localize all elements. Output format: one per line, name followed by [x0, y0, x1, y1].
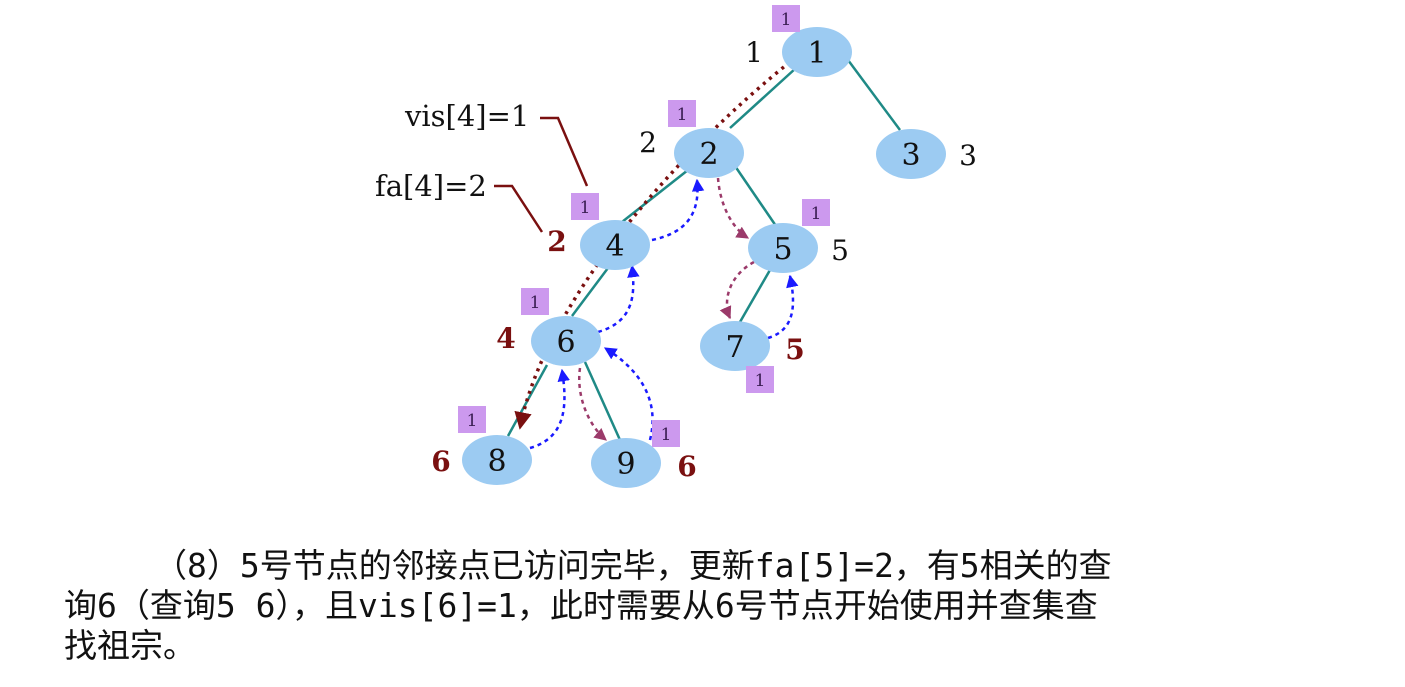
- edge-6-9: [583, 361, 622, 441]
- vis-badge-8: 1: [458, 406, 486, 433]
- order-label-1: 1: [745, 36, 763, 69]
- nodes: [462, 27, 946, 488]
- descend-arrow-6-9: [578, 367, 607, 441]
- order-label-5: 5: [831, 234, 849, 267]
- tree-edges: [506, 59, 902, 441]
- fa-annotation: fa[4]=2: [375, 169, 487, 203]
- edge-4-6: [571, 267, 609, 317]
- return-arrow-9-6: [603, 346, 654, 441]
- return-arrow-4-2: [651, 178, 705, 242]
- return-arrow-7-5: [767, 274, 799, 340]
- fa-labels: 2 4 5 6 6: [431, 225, 804, 483]
- svg-text:1: 1: [677, 105, 688, 125]
- node-1: [782, 27, 852, 77]
- node-label-3: 3: [901, 138, 920, 173]
- caption-line-1: （8）5号节点的邻接点已访问完毕，更新fa[5]=2，有5相关的查: [154, 546, 1112, 585]
- fa-label-7: 5: [785, 333, 804, 366]
- return-arrow-8-6: [529, 368, 570, 450]
- fa-leader: [494, 184, 544, 233]
- vis-leader: [540, 116, 589, 187]
- fa-label-8: 6: [431, 445, 450, 478]
- caption: （8）5号节点的邻接点已访问完毕，更新fa[5]=2，有5相关的查 询6（查询5…: [64, 546, 1304, 666]
- caption-line-3: 找祖宗。: [64, 626, 196, 665]
- svg-text:1: 1: [755, 371, 766, 391]
- vis-annotation: vis[4]=1: [404, 99, 529, 133]
- edge-2-5: [733, 165, 778, 227]
- order-label-2: 2: [639, 126, 657, 159]
- order-labels: 1 2 3 5: [639, 36, 977, 267]
- node-9: [591, 438, 661, 488]
- node-label-2: 2: [699, 137, 718, 172]
- vis-badge-4: 1: [571, 193, 599, 220]
- svg-text:1: 1: [781, 10, 792, 30]
- node-6: [531, 316, 601, 366]
- vis-badge-2: 1: [668, 100, 696, 127]
- vis-badges: 1 1 1 1 1 1 1 1: [458, 5, 830, 447]
- node-label-6: 6: [556, 325, 575, 360]
- fa-label-6: 4: [496, 322, 515, 355]
- node-label-9: 9: [616, 447, 635, 482]
- vis-badge-5: 1: [802, 199, 830, 226]
- node-label-7: 7: [725, 330, 744, 365]
- node-7: [700, 321, 770, 371]
- annotation-leaders: [494, 116, 589, 233]
- descend-arrows: [578, 177, 755, 441]
- svg-text:1: 1: [530, 293, 541, 313]
- vis-badge-7: 1: [746, 366, 774, 393]
- vis-badge-1: 1: [772, 5, 800, 32]
- descend-arrow-5-7: [719, 260, 755, 320]
- vis-badge-9: 1: [652, 420, 680, 447]
- node-2: [674, 128, 744, 178]
- return-arrow-6-4: [597, 264, 640, 334]
- svg-text:1: 1: [580, 198, 591, 218]
- fa-label-9: 6: [677, 450, 696, 483]
- order-label-3: 3: [959, 139, 977, 172]
- vis-badge-6: 1: [521, 288, 549, 315]
- fa-label-4: 2: [547, 225, 566, 258]
- node-8: [462, 435, 532, 485]
- node-label-4: 4: [605, 229, 624, 264]
- edge-2-4: [621, 169, 689, 223]
- edge-1-3: [846, 59, 902, 131]
- svg-text:1: 1: [467, 411, 478, 431]
- node-4: [580, 220, 650, 270]
- node-label-8: 8: [487, 444, 506, 479]
- edge-1-2: [729, 67, 797, 129]
- node-5: [748, 223, 818, 273]
- descend-arrow-2-5: [716, 177, 750, 240]
- return-arrows: [529, 178, 799, 450]
- edge-5-7: [738, 269, 772, 323]
- node-3: [876, 129, 946, 179]
- node-label-1: 1: [807, 36, 826, 71]
- node-label-5: 5: [773, 232, 792, 267]
- node-labels: 1 2 3 4 5 6 7 8 9: [487, 36, 920, 482]
- svg-text:1: 1: [811, 204, 822, 224]
- caption-line-2: 询6（查询5 6），且vis[6]=1，此时需要从6号节点开始使用并查集查: [64, 586, 1098, 625]
- svg-text:1: 1: [661, 425, 672, 445]
